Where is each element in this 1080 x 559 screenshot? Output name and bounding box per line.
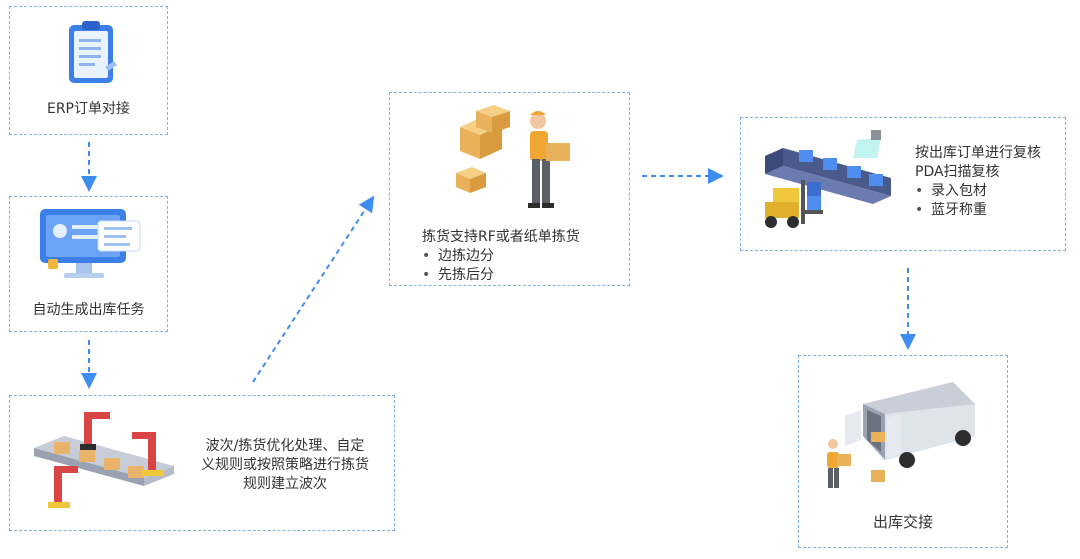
step-pick-text: 拣货支持RF或者纸单拣货 边拣边分 先拣后分	[422, 228, 580, 285]
step-erp-box: ERP订单对接	[9, 6, 168, 135]
pick-title: 拣货支持RF或者纸单拣货	[422, 229, 580, 245]
forklift-scanner-icon	[765, 130, 891, 228]
step-review-text: 按出库订单进行复核 PDA扫描复核 录入包材 蓝牙称重	[915, 144, 1041, 220]
step-auto-title: 自动生成出库任务	[32, 302, 145, 318]
arrow-wave-to-pick	[252, 195, 375, 383]
step-pick-box: 拣货支持RF或者纸单拣货 边拣边分 先拣后分	[389, 92, 630, 286]
review-bullet-1: 录入包材	[915, 182, 1041, 201]
clipboard-icon	[69, 21, 117, 83]
step-wave-text: 波次/拣货优化处理、自定 义规则或按照策略进行拣货 规则建立波次	[185, 437, 385, 494]
robot-arm-conveyor-icon	[34, 412, 174, 508]
worker-boxes-icon	[456, 105, 570, 208]
step-handover-title: 出库交接	[872, 513, 933, 531]
review-bullet-2: 蓝牙称重	[915, 201, 1041, 220]
wave-line-1: 波次/拣货优化处理、自定	[205, 438, 365, 454]
step-handover-box: 出库交接	[798, 355, 1008, 548]
pick-bullet-1: 边拣边分	[422, 247, 580, 266]
wave-line-3: 规则建立波次	[243, 476, 327, 492]
step-auto-box: 自动生成出库任务	[9, 196, 168, 332]
wave-line-2: 义规则或按照策略进行拣货	[201, 457, 369, 473]
step-wave-box: 波次/拣货优化处理、自定 义规则或按照策略进行拣货 规则建立波次	[9, 395, 395, 531]
pick-bullet-2: 先拣后分	[422, 266, 580, 285]
review-line-1: 按出库订单进行复核	[915, 145, 1041, 161]
monitor-icon	[40, 209, 141, 278]
review-line-2: PDA扫描复核	[915, 164, 1000, 180]
step-review-box: 按出库订单进行复核 PDA扫描复核 录入包材 蓝牙称重	[740, 117, 1066, 251]
step-erp-title: ERP订单对接	[46, 101, 130, 117]
van-delivery-icon	[827, 382, 975, 488]
